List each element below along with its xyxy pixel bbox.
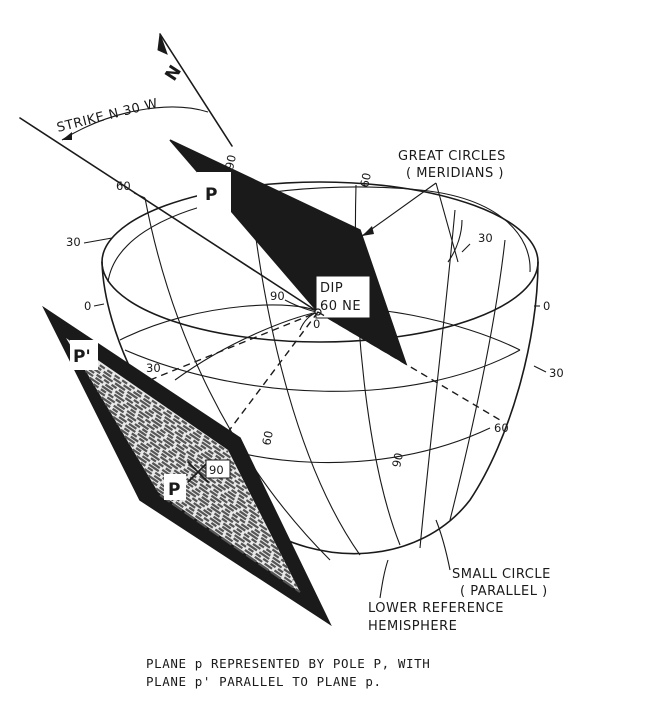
hatch-line (77, 357, 235, 466)
dip-label-box (315, 275, 371, 319)
north-axis-line (159, 33, 233, 147)
great-circles-leader-1 (361, 182, 437, 237)
great-circles-line-1: GREAT CIRCLES (398, 149, 506, 164)
hatch-line (108, 409, 260, 514)
strike-label: STRIKE N 30 W (55, 96, 159, 136)
hemisphere-bowl (101, 181, 539, 561)
lower-hemisphere-line-2: HEMISPHERE (368, 619, 457, 634)
dip-line-1: DIP (320, 281, 343, 296)
hatch-line (128, 441, 276, 545)
tick-mark-30-right (533, 365, 547, 373)
hatch-line (104, 402, 257, 508)
meridian-1 (144, 197, 331, 561)
tick-90-bottom: 90 (389, 451, 406, 468)
hatch-line (147, 474, 292, 575)
angle-90-pole: 90 (209, 463, 224, 477)
hatch-line (159, 494, 301, 593)
angle-90-top: 90 (270, 289, 285, 303)
tick-60-top: 60 (357, 171, 374, 188)
plane-p-prime-group: P' P 90 (42, 305, 332, 627)
hatch-line (112, 415, 264, 520)
hatch-line (155, 487, 298, 587)
tick-30-inner: 30 (146, 361, 161, 375)
hatch-line (120, 428, 270, 533)
meridian-tail (447, 219, 463, 263)
tick-mark-90-top (231, 171, 235, 183)
tick-30-right-top: 30 (478, 231, 493, 245)
hatch-line (131, 448, 279, 551)
plane-p-prime-label-box (70, 340, 98, 370)
north-arrow-group: N (157, 33, 233, 147)
floor-line-1 (119, 304, 319, 341)
hatch-line (96, 389, 251, 496)
pole-line (197, 311, 319, 473)
pole-label-box (164, 474, 186, 500)
tick-0-right: 0 (543, 299, 550, 313)
lower-hemisphere-leader (379, 559, 389, 599)
small-circle-callout: SMALL CIRCLE ( PARALLEL ) (435, 519, 551, 599)
small-circle-line-1: SMALL CIRCLE (452, 567, 551, 582)
hatch-line (85, 370, 242, 478)
meridian-2 (249, 189, 361, 556)
small-circle-upper (124, 349, 521, 392)
zero-center: 0 (313, 317, 320, 331)
pole-cross-b (187, 461, 209, 483)
north-arrow-icon (157, 33, 168, 55)
strike-arc (61, 106, 209, 141)
great-circles-callout: GREAT CIRCLES ( MERIDIANS ) (361, 149, 506, 263)
small-circle-leader (435, 519, 451, 571)
tick-0-left: 0 (84, 299, 91, 313)
great-circles-arrow-icon (362, 226, 374, 236)
dip-line-2: 60 NE (320, 299, 361, 314)
caption-line-1: PLANE p REPRESENTED BY POLE P, WITH (146, 656, 430, 671)
hatch-line (135, 454, 282, 557)
great-circles-leader-2 (435, 182, 459, 263)
hatch-line (81, 363, 239, 472)
floor-line-3 (174, 311, 319, 381)
tick-60-right: 60 (494, 421, 509, 435)
figure-caption: PLANE p REPRESENTED BY POLE P, WITH PLAN… (146, 656, 430, 689)
small-circle-line-2: ( PARALLEL ) (460, 584, 548, 599)
plane-p-label-box (197, 172, 231, 212)
caption-line-2: PLANE p' PARALLEL TO PLANE p. (146, 674, 382, 689)
tick-90-top: 90 (222, 153, 239, 170)
tick-30-left: 30 (66, 235, 81, 249)
plane-p-label: P (205, 185, 217, 205)
plane-p-group: P DIP 60 NE 90 0 (169, 139, 408, 366)
tick-mark-0-left (93, 303, 105, 307)
lower-hemisphere-line-1: LOWER REFERENCE (368, 601, 504, 616)
plane-p-prime-label: P' (73, 347, 91, 367)
strike-arrow-icon (62, 132, 72, 140)
north-label: N (161, 62, 186, 85)
meridian-5 (449, 239, 506, 521)
hatch-line (116, 422, 267, 526)
rim-ticks: 90 60 30 0 60 30 0 30 60 90 60 30 (66, 153, 564, 468)
hatch-line (100, 396, 254, 502)
tick-30-right: 30 (549, 366, 564, 380)
inner-rim (107, 186, 531, 283)
pole-label: P (168, 480, 180, 500)
meridian-4 (419, 209, 456, 549)
tick-mark-30-right-top (461, 243, 471, 253)
strike-line (19, 117, 319, 313)
tick-60-bottom: 60 (259, 429, 276, 446)
projection-line-left (149, 311, 319, 381)
angle-90-pole-box (205, 459, 231, 479)
tick-60-left: 60 (116, 179, 131, 193)
lower-hemisphere-callout: LOWER REFERENCE HEMISPHERE (368, 559, 504, 634)
tick-mark-30-left (83, 237, 113, 244)
tick-mark-60-left (133, 192, 146, 199)
great-circles-line-2: ( MERIDIANS ) (406, 166, 504, 181)
hatch-line (73, 350, 232, 459)
